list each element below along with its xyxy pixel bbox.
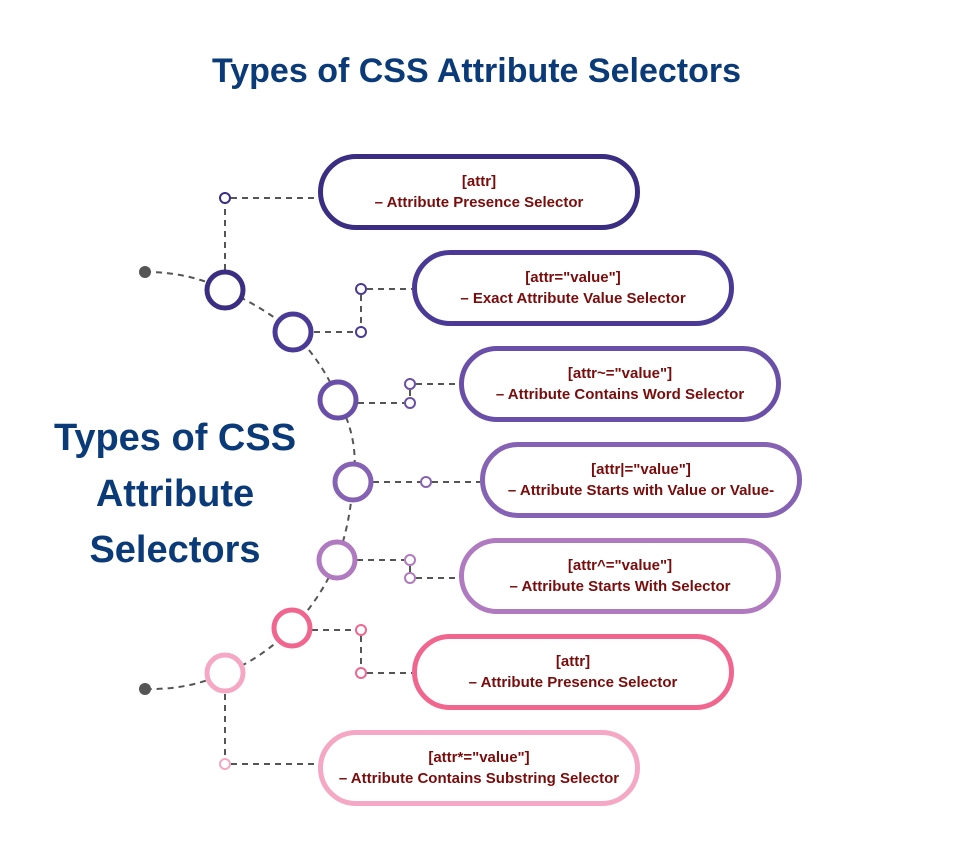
junction-dot-3-1 [404, 378, 416, 390]
spine-end-dot-bottom [139, 683, 151, 695]
timeline-node-6 [271, 607, 313, 649]
timeline-node-7 [204, 652, 246, 694]
selector-description: – Exact Attribute Value Selector [460, 290, 686, 307]
selector-description: – Attribute Contains Word Selector [495, 386, 745, 403]
timeline-node-5 [316, 539, 358, 581]
selector-description: – Attribute Presence Selector [374, 194, 584, 211]
selector-syntax: [attr|="value"] [591, 461, 691, 478]
selector-card-1: [attr] – Attribute Presence Selector [318, 154, 640, 230]
junction-dot-4-1 [420, 476, 432, 488]
selector-description: – Attribute Presence Selector [468, 674, 678, 691]
selector-syntax: [attr*="value"] [428, 749, 530, 766]
selector-card-3: [attr~="value"] – Attribute Contains Word… [459, 346, 781, 422]
selector-syntax: [attr^="value"] [567, 557, 673, 574]
junction-dot-3-2 [404, 397, 416, 409]
junction-dot-6-2 [355, 667, 367, 679]
junction-dot-2-2 [355, 326, 367, 338]
junction-dot-7-1 [219, 758, 231, 770]
side-title: Types of CSS Attribute Selectors [53, 417, 297, 571]
selector-card-6: [attr] – Attribute Presence Selector [412, 634, 734, 710]
selector-syntax: [attr~="value"] [567, 365, 673, 382]
junction-dot-1-1 [219, 192, 231, 204]
selector-syntax: [attr] [555, 653, 591, 670]
timeline-node-1 [204, 269, 246, 311]
selector-description: – Attribute Starts With Selector [509, 578, 731, 595]
junction-dot-5-1 [404, 554, 416, 566]
page-title: Types of CSS Attribute Selectors [212, 52, 741, 90]
timeline-node-4 [332, 461, 374, 503]
selector-syntax: [attr] [461, 173, 497, 190]
junction-dot-5-2 [404, 572, 416, 584]
selector-description: – Attribute Contains Substring Selector [338, 770, 620, 787]
selector-card-4: [attr|="value"] – Attribute Starts with V… [480, 442, 802, 518]
selector-card-7: [attr*="value"] – Attribute Contains Subs… [318, 730, 640, 806]
junction-dot-6-1 [355, 624, 367, 636]
junction-dot-2-1 [355, 283, 367, 295]
timeline-node-3 [317, 379, 359, 421]
timeline-node-2 [272, 311, 314, 353]
selector-description: – Attribute Starts with Value or Value- [507, 482, 775, 499]
selector-syntax: [attr="value"] [525, 269, 621, 286]
spine-end-dot-top [139, 266, 151, 278]
selector-card-5: [attr^="value"] – Attribute Starts With S… [459, 538, 781, 614]
spine-curve [144, 271, 356, 691]
selector-card-2: [attr="value"] – Exact Attribute Value Se… [412, 250, 734, 326]
